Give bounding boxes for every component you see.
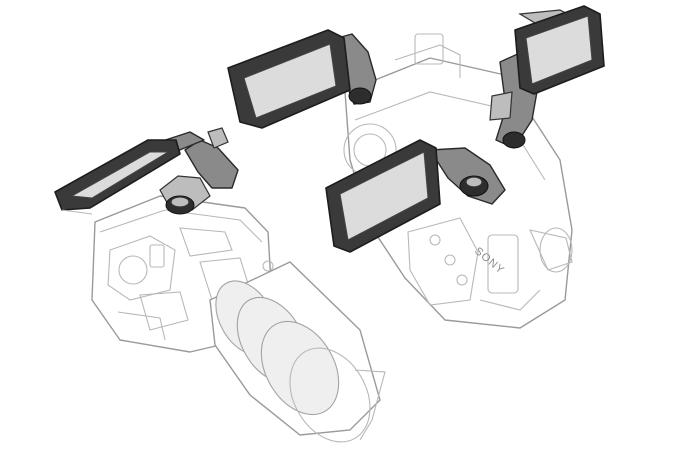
left-camera-lens	[209, 261, 386, 443]
right-camera: SONY	[227, 5, 605, 329]
left-camera-mount-arm	[149, 127, 239, 215]
right-monitor-top-right	[514, 5, 605, 95]
left-camera	[54, 127, 386, 443]
right-monitor-top-left	[227, 29, 351, 129]
right-monitor-front	[325, 139, 441, 253]
left-monitor	[54, 139, 181, 215]
